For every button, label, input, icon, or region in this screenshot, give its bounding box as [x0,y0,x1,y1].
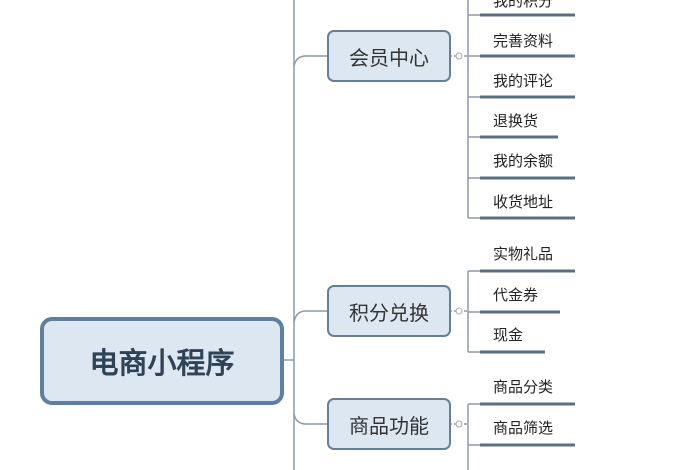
leaf-node[interactable]: 退换货 [493,112,539,130]
branch-label: 积分兑换 [349,300,429,325]
leaf-node[interactable]: 实物礼品 [493,245,554,263]
leaf-node[interactable]: 我的积分 [493,0,554,10]
leaf-node[interactable]: 现金 [493,326,524,344]
leaf-node[interactable]: 我的评论 [493,72,554,90]
branch-node-goods[interactable]: 商品功能 [327,398,451,450]
branch-node-points[interactable]: 积分兑换 [327,285,451,337]
leaf-node[interactable]: 我的余额 [493,152,554,170]
leaf-node[interactable]: 收货地址 [493,193,554,211]
collapse-toggle-icon [455,307,463,315]
collapse-toggle-icon [455,420,463,428]
leaf-node[interactable]: 商品分类 [493,378,554,396]
branch-label: 商品功能 [349,413,429,438]
branch-connector [293,413,327,425]
leaf-node[interactable]: 完善资料 [493,32,554,50]
leaf-node[interactable]: 商品筛选 [493,419,554,437]
branch-connector [293,55,327,67]
branch-label: 会员中心 [349,45,429,70]
branch-node-member[interactable]: 会员中心 [327,30,451,82]
root-label: 电商小程序 [89,346,235,380]
collapse-toggle-icon [455,52,463,60]
root-node[interactable]: 电商小程序 [40,317,284,405]
leaf-node[interactable]: 代金券 [493,286,539,304]
branch-connector [293,310,327,323]
